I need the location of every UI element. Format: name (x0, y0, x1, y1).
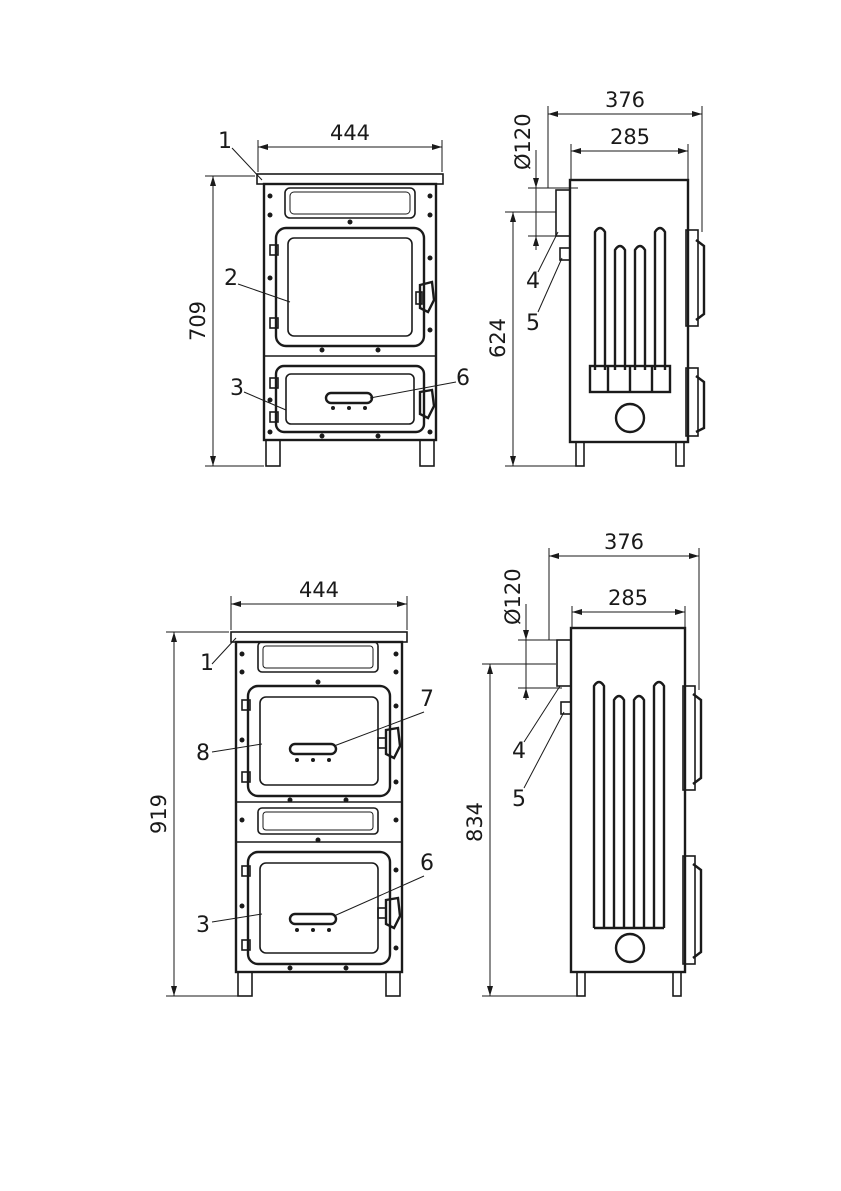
stove-2-width-label: 444 (299, 578, 339, 602)
stove-2-callout-7: 7 (420, 687, 434, 712)
stove-2-flue-height-label: 834 (463, 802, 487, 842)
stove-2-callout-3: 3 (196, 913, 210, 938)
stove-2-body-depth-label: 285 (608, 586, 648, 610)
stove-2-callout-6: 6 (420, 851, 434, 876)
stove-1-depth-label: 376 (605, 88, 645, 112)
stove-1-callout-4: 4 (526, 269, 540, 294)
stove-1-callout-5: 5 (526, 311, 540, 336)
stove-2-height-label: 919 (147, 794, 171, 834)
stove-1-callout-1: 1 (218, 129, 232, 154)
stove-2-side-view: 376 285 Ø120 834 4 5 (463, 530, 701, 996)
stove-1-side-view: 376 285 Ø120 624 4 5 (486, 88, 704, 466)
stove-1-callout-6: 6 (456, 366, 470, 391)
stove-1-flue-height-label: 624 (486, 318, 510, 358)
stove-2-callout-4: 4 (512, 739, 526, 764)
stove-1-body-depth-label: 285 (610, 125, 650, 149)
stove-2-front-view: 444 919 1 8 3 7 6 (147, 578, 434, 996)
stove-1-height-label: 709 (186, 301, 210, 341)
stove-1-callout-2: 2 (224, 266, 238, 291)
stove-1-front-view: 444 709 1 2 3 6 (186, 121, 470, 466)
stove-2-callout-5: 5 (512, 787, 526, 812)
stove-2-depth-label: 376 (604, 530, 644, 554)
stove-1-flue-diameter-label: Ø120 (511, 113, 535, 170)
stove-1-width-label: 444 (330, 121, 370, 145)
stove-2-callout-8: 8 (196, 741, 210, 766)
stove-2-flue-diameter-label: Ø120 (501, 568, 525, 625)
stove-1-callout-3: 3 (230, 376, 244, 401)
